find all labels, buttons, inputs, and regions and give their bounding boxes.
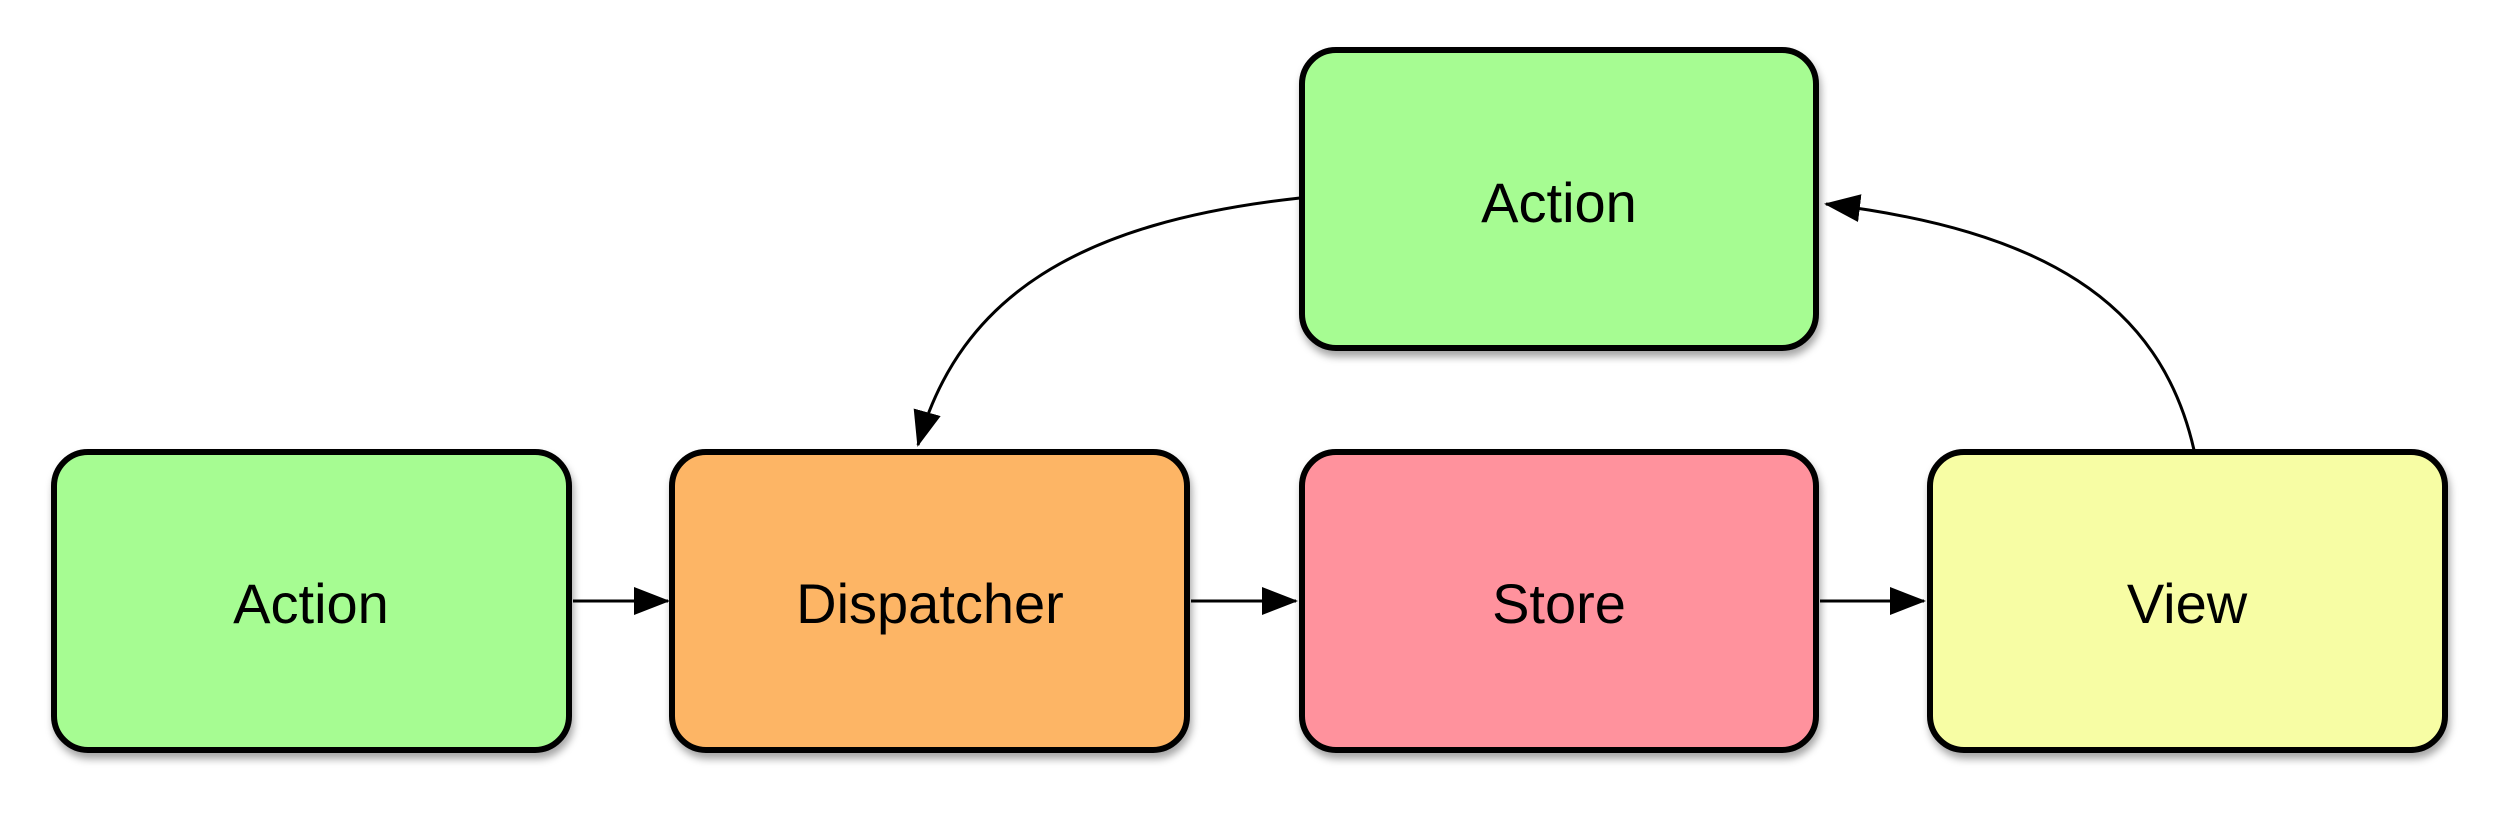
edges bbox=[573, 194, 2196, 615]
node-dispatcher[interactable]: Dispatcher bbox=[669, 449, 1190, 753]
node-view[interactable]: View bbox=[1927, 449, 2448, 753]
node-action-top-label: Action bbox=[1481, 171, 1637, 234]
node-action-left-label: Action bbox=[233, 572, 389, 635]
node-view-box bbox=[1927, 449, 2448, 753]
node-store-label: Store bbox=[1492, 572, 1626, 635]
node-store[interactable]: Store bbox=[1299, 449, 1819, 753]
edge-action-to-dispatcher-return bbox=[913, 196, 1301, 447]
edge-view-to-action bbox=[1824, 194, 2196, 451]
node-action-top[interactable]: Action bbox=[1299, 47, 1819, 351]
node-view-label: View bbox=[2127, 572, 2248, 635]
node-action-left[interactable]: Action bbox=[51, 449, 572, 753]
node-store-box bbox=[1299, 449, 1819, 753]
node-dispatcher-label: Dispatcher bbox=[796, 572, 1064, 635]
node-action-left-box bbox=[51, 449, 572, 753]
node-dispatcher-box bbox=[669, 449, 1190, 753]
node-action-top-box bbox=[1299, 47, 1819, 351]
